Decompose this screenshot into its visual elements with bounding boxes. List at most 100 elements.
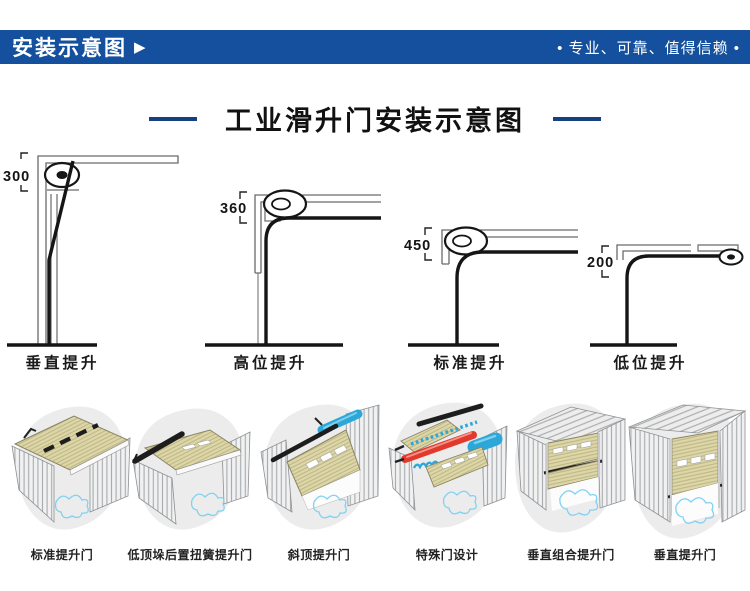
header-bar: 安装示意图 ▶ • 专业、可靠、值得信赖 • bbox=[0, 30, 750, 64]
door-panel-line bbox=[455, 250, 578, 345]
panel-window bbox=[181, 443, 197, 451]
red-cylinder-highlight bbox=[406, 432, 472, 458]
diagram-label-low-lift: 低位提升 bbox=[613, 355, 688, 372]
blue-cylinder-highlight bbox=[473, 434, 497, 445]
right-wall bbox=[597, 418, 626, 509]
scribble bbox=[190, 492, 225, 517]
page-title: 工业滑升门安装示意图 bbox=[225, 106, 525, 136]
illustration-vertical-combination-lift-door bbox=[508, 398, 630, 538]
panel-window bbox=[676, 458, 688, 468]
wall-hooks bbox=[394, 444, 405, 464]
door-opening bbox=[672, 483, 718, 526]
panel-window bbox=[580, 440, 592, 449]
panel-window bbox=[690, 455, 702, 465]
shaft-bracket bbox=[132, 453, 138, 464]
illustration-vertical-lift-door bbox=[624, 398, 750, 544]
drum-hub bbox=[727, 254, 735, 260]
header-slogan: • 专业、可靠、值得信赖 • bbox=[557, 39, 740, 57]
blue-dotted-track bbox=[410, 420, 478, 446]
drum-ring bbox=[452, 234, 472, 248]
panel-window bbox=[552, 446, 564, 455]
door-panel-line bbox=[625, 254, 719, 345]
mount-bracket bbox=[23, 427, 37, 439]
scribble bbox=[559, 489, 599, 516]
panel-window bbox=[333, 444, 348, 456]
diagram-label-vertical-lift: 垂直提升 bbox=[25, 355, 100, 372]
page-title-row: 工业滑升门安装示意图 bbox=[0, 99, 750, 138]
dimension-bracket-bottom bbox=[20, 185, 28, 192]
diagram-low-lift: 200 bbox=[585, 148, 750, 380]
door-panel-line bbox=[47, 160, 75, 345]
door-panel-line bbox=[264, 216, 381, 345]
panel-black-band bbox=[43, 423, 99, 453]
torsion-spring-shaft bbox=[132, 431, 185, 464]
install-label-vertical-combination-door: 垂直组合提升门 bbox=[527, 548, 615, 562]
inner-guide-track bbox=[47, 189, 79, 345]
dimension-value: 360 bbox=[220, 201, 247, 217]
scribble bbox=[442, 490, 477, 515]
dimension-value: 200 bbox=[587, 255, 614, 271]
illustration-standard-lift-door bbox=[8, 402, 136, 534]
arrow-right-icon: ▶ bbox=[134, 38, 148, 56]
top-black-bar bbox=[270, 423, 339, 463]
mount-bracket bbox=[314, 417, 323, 426]
dimension-bracket-bottom bbox=[424, 253, 432, 261]
left-wall bbox=[132, 459, 177, 525]
panel-window bbox=[440, 461, 453, 470]
header-title: 安装示意图 bbox=[12, 37, 127, 60]
scribble bbox=[54, 494, 89, 519]
install-label-special-door: 特殊门设计 bbox=[415, 548, 479, 562]
drum-hub bbox=[56, 171, 68, 179]
scribble bbox=[312, 494, 347, 519]
top-black-bar bbox=[416, 403, 484, 427]
door-opening bbox=[301, 469, 361, 511]
panel-window bbox=[566, 443, 578, 452]
panel-window bbox=[319, 451, 334, 463]
left-wall bbox=[628, 426, 671, 523]
install-label-low-headroom-door: 低顶垛后置扭簧提升门 bbox=[127, 548, 253, 562]
left-wall bbox=[388, 447, 416, 512]
left-wall bbox=[11, 445, 55, 523]
track-frame bbox=[616, 244, 691, 260]
illustration-special-door-design bbox=[384, 398, 512, 532]
torsion-spring-cylinder-blue bbox=[467, 432, 503, 454]
install-label-standard-lift-door: 标准提升门 bbox=[30, 548, 94, 562]
cylinder-highlight bbox=[323, 412, 357, 429]
dimension-bracket-top bbox=[601, 245, 609, 253]
dimension-bracket-bottom bbox=[601, 270, 609, 278]
scribble bbox=[675, 497, 715, 524]
panel-window bbox=[704, 452, 716, 462]
front-rail bbox=[69, 439, 130, 476]
illustration-sloped-roof-lift-door bbox=[256, 400, 384, 534]
dimension-bracket-top bbox=[424, 227, 432, 235]
dimension-bracket-bottom bbox=[239, 216, 247, 224]
right-wall bbox=[719, 410, 746, 523]
panel-window bbox=[453, 456, 466, 465]
diagram-label-standard-lift: 标准提升 bbox=[433, 355, 508, 372]
install-label-sloped-roof-door: 斜顶提升门 bbox=[287, 548, 351, 562]
dimension-value: 450 bbox=[404, 238, 431, 254]
illustration-low-headroom-rear-torsion-spring-door bbox=[128, 404, 253, 534]
dimension-bracket-top bbox=[20, 152, 28, 159]
panel-window bbox=[305, 458, 320, 470]
front-rail bbox=[175, 449, 242, 476]
track-frame bbox=[37, 155, 179, 345]
panel-window bbox=[466, 451, 479, 460]
dimension-value: 300 bbox=[3, 169, 30, 185]
torsion-spring-cylinder-red bbox=[401, 431, 477, 463]
title-dash-left bbox=[149, 116, 197, 121]
diagram-label-high-lift: 高位提升 bbox=[233, 355, 308, 372]
torsion-spring-cylinder-blue bbox=[317, 409, 363, 435]
drum-ring bbox=[271, 197, 291, 211]
install-label-vertical-lift-door: 垂直提升门 bbox=[653, 548, 717, 562]
header-title-group: 安装示意图 ▶ bbox=[12, 32, 148, 62]
title-dash-right bbox=[553, 116, 601, 121]
diagram-high-lift: 360 bbox=[195, 148, 385, 380]
diagram-vertical-lift: 300 bbox=[0, 148, 190, 380]
panel-window bbox=[196, 439, 212, 447]
diagram-standard-lift: 450 bbox=[395, 148, 585, 380]
door-opening bbox=[550, 477, 598, 511]
left-wall bbox=[516, 430, 547, 511]
left-wall bbox=[260, 439, 293, 513]
